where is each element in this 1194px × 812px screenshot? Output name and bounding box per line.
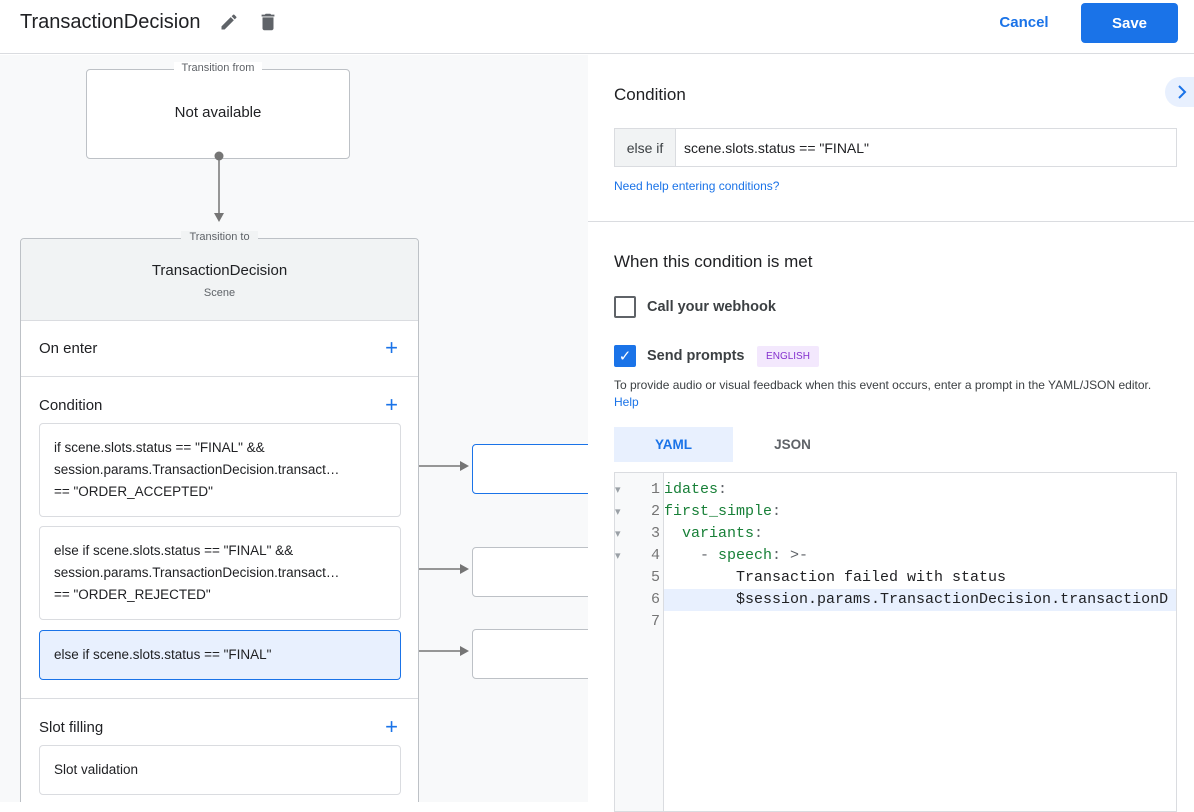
target-scene-box[interactable] bbox=[472, 629, 588, 679]
code-token: speech bbox=[718, 547, 773, 564]
tab-json[interactable]: JSON bbox=[774, 437, 811, 452]
condition-panel: Condition else if scene.slots.status == … bbox=[588, 55, 1194, 812]
cancel-button[interactable]: Cancel bbox=[999, 13, 1049, 31]
code-token: : >- bbox=[772, 547, 809, 564]
slot-validation-card[interactable]: Slot validation bbox=[39, 745, 401, 795]
condition-card[interactable]: else if scene.slots.status == "FINAL" &&… bbox=[39, 526, 401, 620]
target-scene-box[interactable] bbox=[472, 547, 588, 597]
code-token: Transaction failed with status bbox=[664, 569, 1007, 586]
code-token: : bbox=[754, 525, 764, 542]
code-line: 5 Transaction failed with status bbox=[615, 567, 1176, 589]
scene-box: Transition to TransactionDecision Scene … bbox=[20, 231, 419, 802]
code-token: - bbox=[664, 547, 719, 564]
code-text: Transaction failed with status bbox=[664, 567, 1006, 589]
header: TransactionDecision Cancel Save bbox=[0, 0, 1194, 54]
condition-text: session.params.TransactionDecision.trans… bbox=[54, 565, 340, 580]
condition-card[interactable]: if scene.slots.status == "FINAL" && sess… bbox=[39, 423, 401, 517]
collapse-panel-chevron-icon[interactable] bbox=[1165, 77, 1194, 107]
code-text: - speech: >- bbox=[664, 545, 808, 567]
save-button[interactable]: Save bbox=[1081, 3, 1178, 43]
scene-name: TransactionDecision bbox=[151, 262, 288, 279]
code-token: variants bbox=[682, 525, 755, 542]
condition-text: session.params.TransactionDecision.trans… bbox=[54, 462, 340, 477]
slot-filling-section: Slot filling + Slot validation bbox=[21, 698, 418, 802]
on-enter-section[interactable]: On enter + bbox=[21, 320, 418, 376]
line-number: 1 bbox=[650, 481, 660, 498]
code-line: 6 $session.params.TransactionDecision.tr… bbox=[615, 589, 1176, 611]
condition-text: == "ORDER_REJECTED" bbox=[54, 587, 211, 602]
fold-arrow-icon[interactable]: ▾ bbox=[615, 506, 621, 518]
transition-to-legend: Transition to bbox=[181, 231, 258, 243]
fold-arrow-icon[interactable]: ▾ bbox=[615, 550, 621, 562]
condition-prefix: else if bbox=[615, 129, 676, 166]
line-number: 3 bbox=[650, 525, 660, 542]
code-line: ▾ 4 - speech: >- bbox=[615, 545, 1176, 567]
line-number: 4 bbox=[650, 547, 660, 564]
condition-title: Condition bbox=[614, 85, 686, 104]
condition-section: Condition + if scene.slots.status == "FI… bbox=[21, 376, 418, 698]
condition-text: else if scene.slots.status == "FINAL" bbox=[54, 647, 272, 662]
target-scene-box[interactable] bbox=[472, 444, 588, 494]
transition-from-box: Transition from Not available bbox=[86, 62, 350, 159]
webhook-label: Call your webhook bbox=[647, 299, 776, 315]
description-text: To provide audio or visual feedback when… bbox=[614, 378, 1152, 392]
condition-label: Condition bbox=[39, 397, 103, 414]
send-prompts-checkbox[interactable]: ✓ bbox=[614, 345, 636, 367]
code-token: : bbox=[772, 503, 782, 520]
fold-arrow-icon[interactable]: ▾ bbox=[615, 484, 621, 496]
editor-gutter bbox=[615, 473, 664, 811]
code-token: : bbox=[718, 481, 728, 498]
code-text: first_simple: bbox=[664, 501, 781, 523]
prompt-description: To provide audio or visual feedback when… bbox=[614, 377, 1174, 411]
code-text: variants: bbox=[664, 523, 763, 545]
condition-value[interactable]: scene.slots.status == "FINAL" bbox=[684, 139, 870, 156]
line-number: 5 bbox=[650, 569, 660, 586]
delete-icon[interactable] bbox=[257, 11, 279, 33]
code-token bbox=[664, 525, 682, 542]
add-condition-icon[interactable]: + bbox=[385, 392, 398, 417]
add-slot-icon[interactable]: + bbox=[385, 714, 398, 739]
scene-type: Scene bbox=[203, 287, 236, 299]
condition-text: == "ORDER_ACCEPTED" bbox=[54, 484, 213, 499]
edit-icon[interactable] bbox=[218, 11, 240, 33]
fold-arrow-icon[interactable]: ▾ bbox=[615, 528, 621, 540]
code-token: idates bbox=[664, 481, 719, 498]
code-token: $session.params.TransactionDecision.tran… bbox=[664, 591, 1169, 608]
send-prompts-label: Send prompts bbox=[647, 348, 745, 364]
slot-validation-label: Slot validation bbox=[54, 762, 139, 777]
code-line: 7 bbox=[615, 611, 1176, 633]
description-help-link[interactable]: Help bbox=[614, 395, 639, 409]
help-link[interactable]: Need help entering conditions? bbox=[614, 179, 780, 193]
code-line: ▾ 3 variants: bbox=[615, 523, 1176, 545]
condition-text: if scene.slots.status == "FINAL" && bbox=[54, 440, 265, 455]
tab-yaml[interactable]: YAML bbox=[614, 427, 733, 462]
language-badge: ENGLISH bbox=[757, 346, 819, 367]
code-text: idates: bbox=[664, 479, 727, 501]
divider bbox=[588, 221, 1194, 222]
code-text: $session.params.TransactionDecision.tran… bbox=[664, 589, 1168, 611]
page-title: TransactionDecision bbox=[20, 11, 201, 33]
transition-from-legend: Transition from bbox=[173, 62, 263, 74]
code-token: first_simple bbox=[664, 503, 773, 520]
transition-from-value: Not available bbox=[174, 104, 262, 121]
line-number: 2 bbox=[650, 503, 660, 520]
add-on-enter-icon[interactable]: + bbox=[385, 335, 398, 360]
webhook-checkbox[interactable] bbox=[614, 296, 636, 318]
line-number: 6 bbox=[650, 591, 660, 608]
line-number: 7 bbox=[650, 613, 660, 630]
met-title: When this condition is met bbox=[614, 252, 813, 271]
condition-input[interactable]: else if scene.slots.status == "FINAL" bbox=[614, 128, 1177, 167]
condition-text: else if scene.slots.status == "FINAL" && bbox=[54, 543, 294, 558]
condition-card-selected[interactable]: else if scene.slots.status == "FINAL" bbox=[39, 630, 401, 680]
flow-canvas: Transition from Not available Transition… bbox=[0, 55, 588, 802]
on-enter-label: On enter bbox=[39, 340, 98, 357]
slot-filling-label: Slot filling bbox=[39, 719, 104, 736]
